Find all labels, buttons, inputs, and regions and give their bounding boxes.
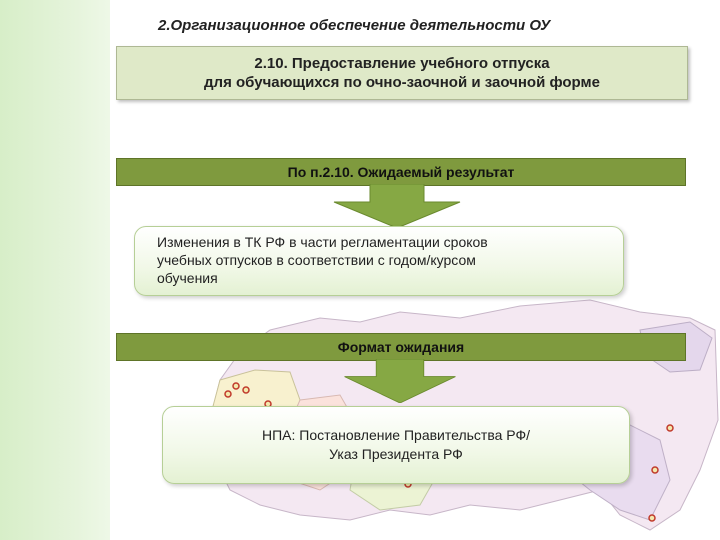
expectation-format-bar: Формат ожидания <box>116 333 686 361</box>
expected-result-bar: По п.2.10. Ожидаемый результат <box>116 158 686 186</box>
npa-line-1: НПА: Постановление Правительства РФ/ <box>261 427 530 443</box>
npa-line-2: Указ Президента РФ <box>329 446 463 462</box>
down-arrow-1 <box>333 184 461 228</box>
page-title: 2.Организационное обеспечение деятельнос… <box>158 17 551 34</box>
down-arrow-2 <box>344 359 456 403</box>
result-line-1: Изменения в ТК РФ в части регламентации … <box>157 234 488 250</box>
header-line-2: для обучающихся по очно-заочной и заочно… <box>204 74 600 91</box>
left-decor-strip <box>0 0 110 540</box>
npa-box: НПА: Постановление Правительства РФ/ Ука… <box>162 406 630 484</box>
expected-result-box: Изменения в ТК РФ в части регламентации … <box>134 226 624 296</box>
result-line-2: учебных отпусков в соответствии с годом/… <box>157 252 476 268</box>
result-line-3: обучения <box>157 270 218 286</box>
header-line-1: 2.10. Предоставление учебного отпуска <box>254 55 550 72</box>
section-header-box: 2.10. Предоставление учебного отпуска дл… <box>116 46 688 100</box>
